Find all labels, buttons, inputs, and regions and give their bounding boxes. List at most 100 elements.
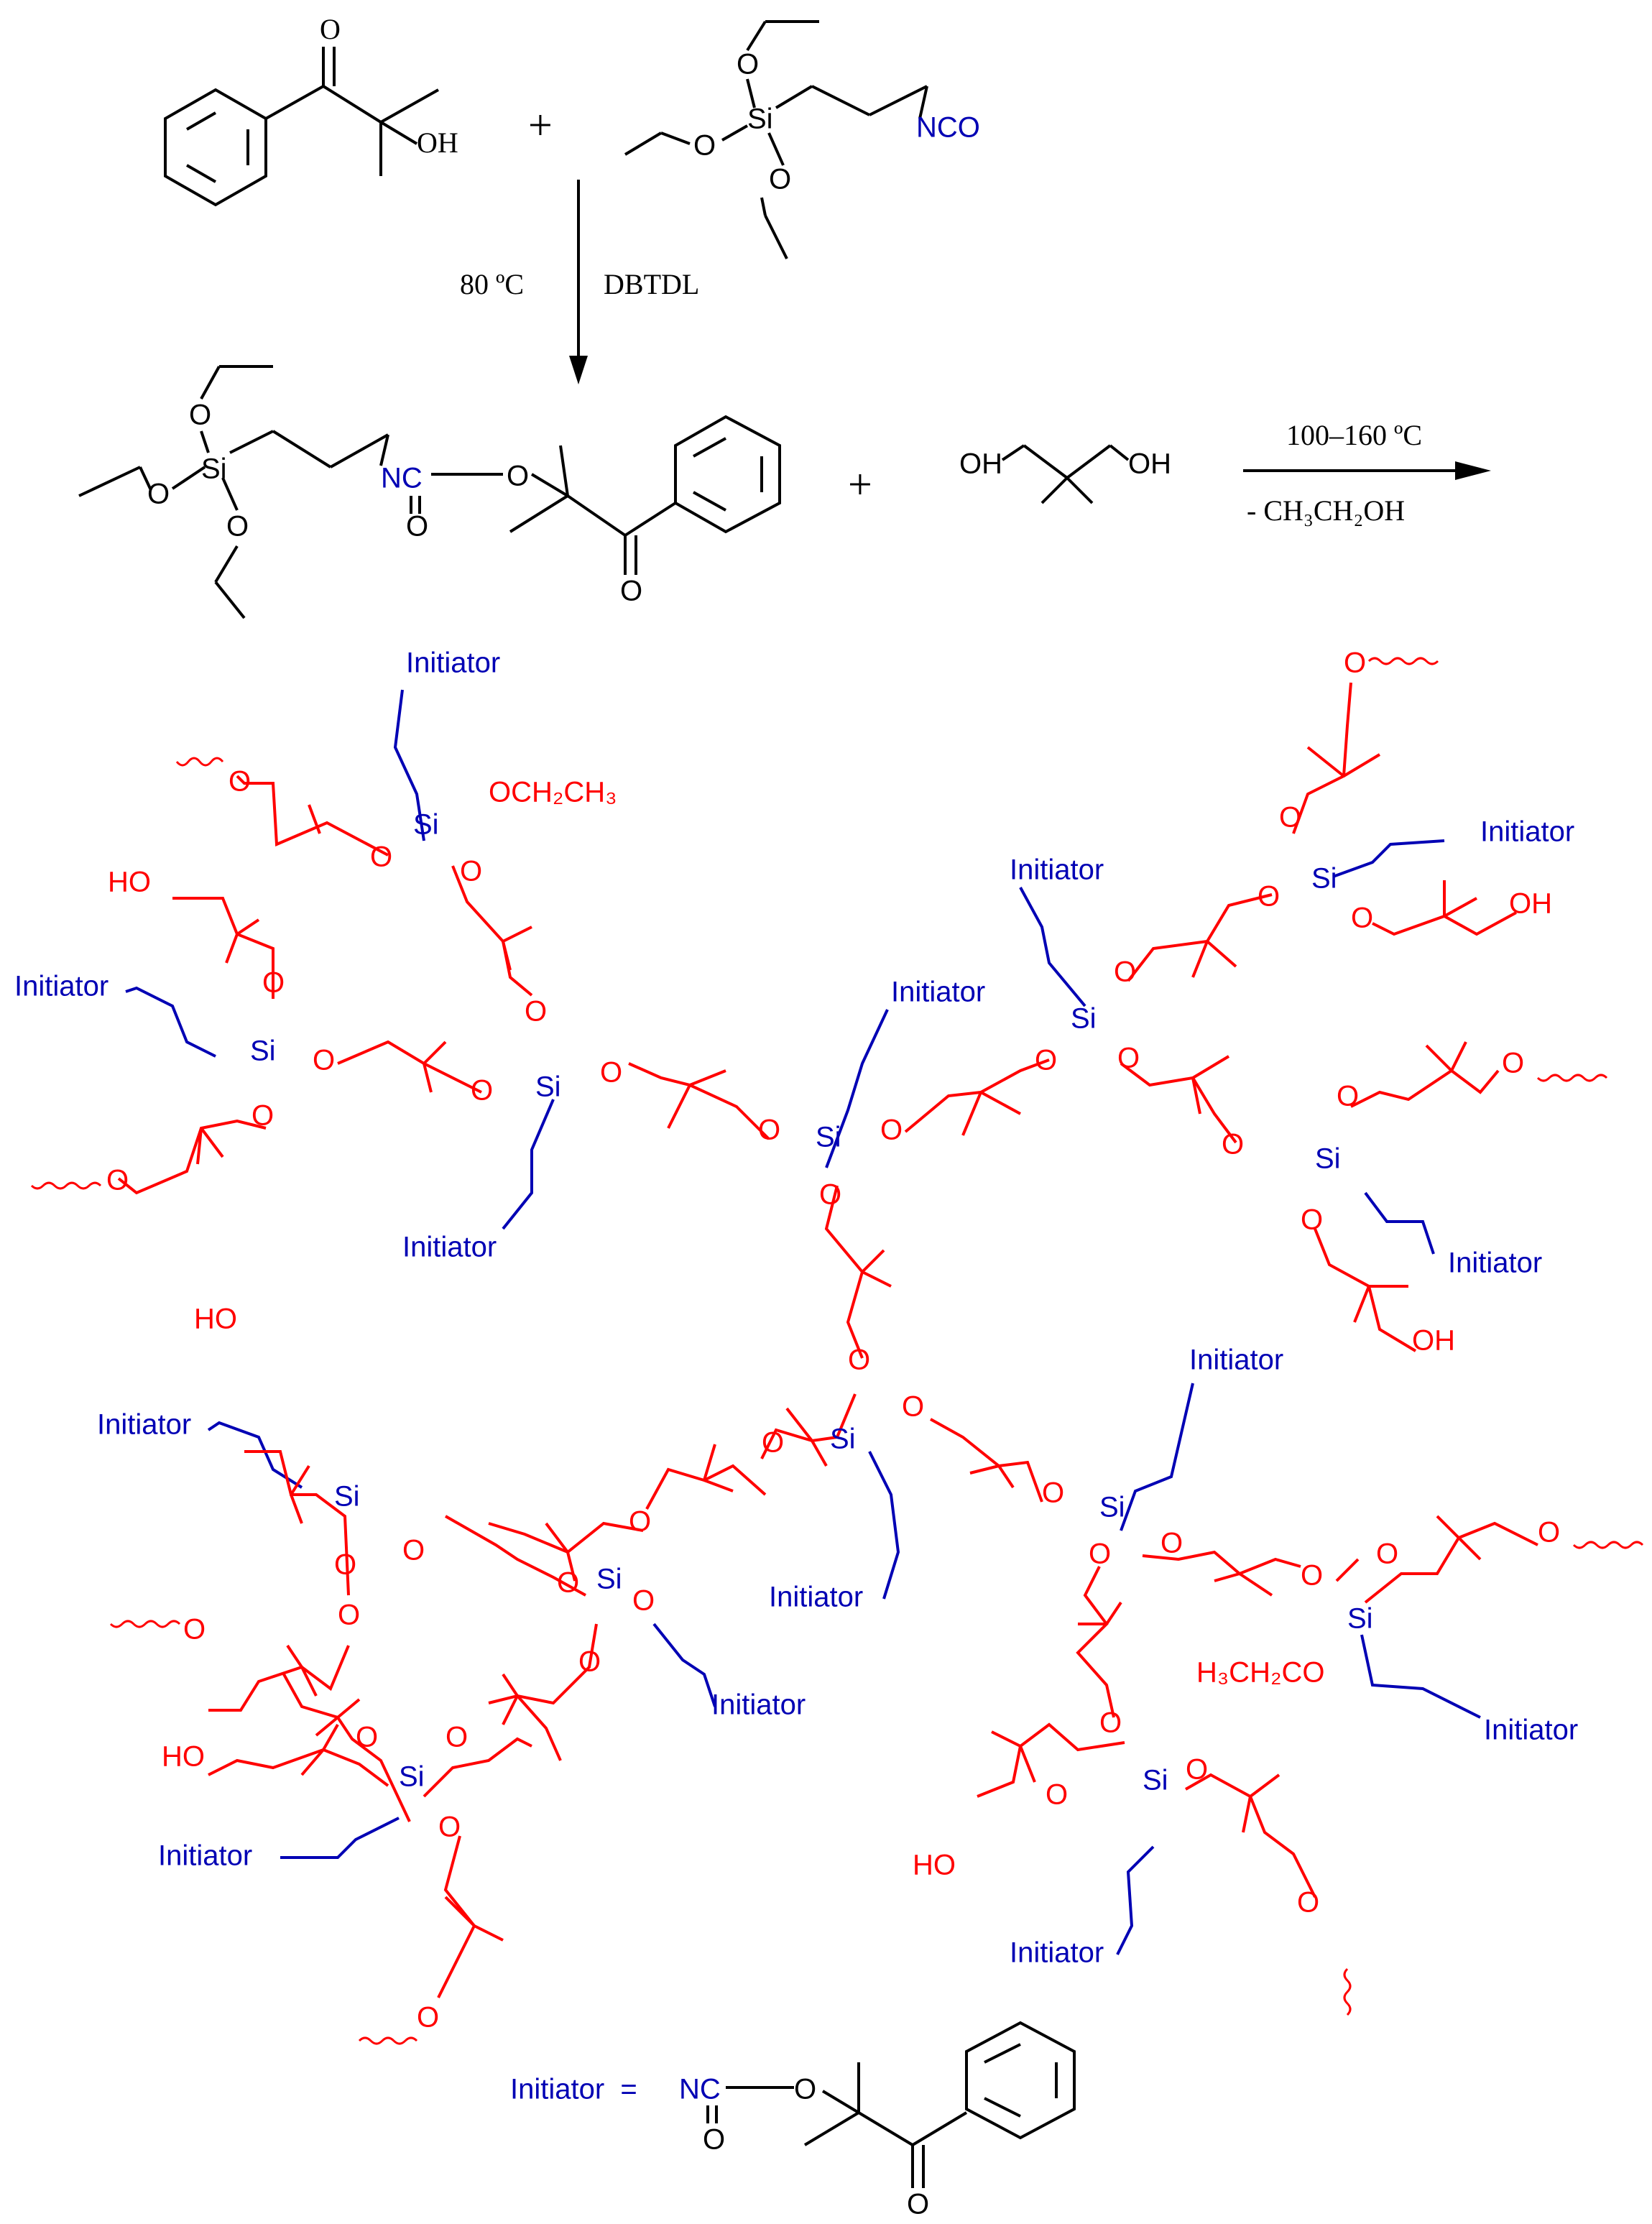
plus-sign-1: + xyxy=(528,101,553,149)
oh-label: HO xyxy=(108,867,151,898)
o-label: O xyxy=(1035,1045,1057,1076)
si-label: Si xyxy=(535,1071,561,1103)
initiator-label: Initiator xyxy=(158,1840,252,1872)
int-si: Si xyxy=(201,453,227,485)
o-label: O xyxy=(1301,1204,1323,1236)
o-label: O xyxy=(819,1179,841,1211)
initiator-labels: Initiator Initiator Initiator Initiator … xyxy=(14,647,1578,1969)
int-o-bottom: O xyxy=(226,511,249,543)
neopentyl-glycol xyxy=(1001,444,1130,504)
si-label: Si xyxy=(413,809,439,841)
o-label: O xyxy=(1046,1779,1068,1811)
initiator-label: Initiator xyxy=(1484,1715,1578,1746)
o-label: O xyxy=(1297,1887,1319,1919)
isocyanate-label: NCO xyxy=(916,112,980,144)
o-label: O xyxy=(557,1567,579,1599)
o-label: O xyxy=(417,2002,439,2034)
initiator-label: Initiator xyxy=(1448,1247,1542,1279)
step1-arrow xyxy=(569,180,588,384)
silane-o-left: O xyxy=(693,130,716,162)
silane-photoinitiator-intermediate xyxy=(78,365,781,619)
o-label: O xyxy=(525,996,547,1028)
initiator-label: Initiator xyxy=(406,647,500,679)
step2-arrow xyxy=(1243,461,1491,480)
o-label: O xyxy=(334,1549,356,1581)
oh-label: HO xyxy=(162,1741,205,1773)
initiator-label: Initiator xyxy=(1010,1937,1104,1969)
o-label: O xyxy=(578,1646,601,1678)
o-label: O xyxy=(438,1812,461,1843)
legend-initiator-structure xyxy=(706,2021,1076,2188)
initiator-label: Initiator xyxy=(14,971,109,1002)
si-label: Si xyxy=(830,1424,856,1455)
oh-label: OH xyxy=(1412,1325,1455,1357)
o-label: O xyxy=(1337,1081,1359,1112)
step2-temperature: 100–160 ºC xyxy=(1286,419,1422,451)
o-label: O xyxy=(1351,903,1373,934)
oh-label: HO xyxy=(913,1850,956,1881)
diol-oh-left: OH xyxy=(959,448,1002,480)
initiator-arms xyxy=(125,689,1481,1955)
plus-sign-2: + xyxy=(848,461,872,508)
o-label: O xyxy=(1279,802,1301,834)
si-label: Si xyxy=(1071,1003,1097,1035)
silicon-centers: Si Si Si Si Si Si Si Si Si Si Si Si Si S… xyxy=(250,809,1373,1796)
isocyanatosilane-reactant xyxy=(624,20,928,259)
legend-nc: NC xyxy=(679,2074,721,2105)
o-label: O xyxy=(106,1165,129,1196)
o-label: O xyxy=(1186,1754,1208,1786)
o-label: O xyxy=(183,1614,206,1646)
si-label: Si xyxy=(399,1761,425,1793)
si-label: Si xyxy=(334,1481,360,1513)
si-label: Si xyxy=(816,1122,841,1153)
o-label: O xyxy=(229,766,251,798)
o-label: O xyxy=(1258,881,1280,913)
initiator-label: Initiator xyxy=(402,1232,497,1263)
o-label: O xyxy=(313,1045,335,1076)
initiator-label: Initiator xyxy=(891,977,985,1008)
int-ester-o: O xyxy=(507,461,529,492)
o-label: O xyxy=(1502,1048,1524,1079)
o-label: O xyxy=(1344,647,1366,679)
o-label: O xyxy=(252,1100,274,1132)
o-label: O xyxy=(1117,1043,1140,1074)
glycol-linkers xyxy=(117,682,1538,1998)
oh-label: OH xyxy=(1509,888,1552,920)
o-label: O xyxy=(1376,1538,1398,1570)
ketone-oh-label: OH xyxy=(417,126,458,159)
o-label: O xyxy=(1099,1707,1122,1739)
initiator-label: Initiator xyxy=(711,1689,806,1721)
o-label: O xyxy=(1160,1528,1183,1559)
o-label: O xyxy=(1114,956,1136,988)
si-label: Si xyxy=(1143,1765,1168,1796)
o-label: O xyxy=(446,1722,468,1753)
diol-oh-right: OH xyxy=(1128,448,1171,480)
o-label: O xyxy=(902,1391,924,1423)
o-label: O xyxy=(471,1075,493,1107)
o-label: O xyxy=(262,967,285,999)
si-label: Si xyxy=(1347,1603,1373,1635)
o-label: O xyxy=(402,1535,425,1567)
legend-ester-o: O xyxy=(794,2074,816,2105)
o-label: O xyxy=(600,1057,622,1089)
int-ketone-o: O xyxy=(620,576,642,607)
initiator-label: Initiator xyxy=(1010,854,1104,886)
legend-carbonyl-o: O xyxy=(703,2124,725,2156)
legend-initiator-equals: Initiator = xyxy=(510,2074,637,2105)
o-label: O xyxy=(1089,1538,1111,1570)
legend-ketone-o: O xyxy=(907,2189,929,2220)
o-label: O xyxy=(356,1722,378,1753)
si-label: Si xyxy=(1311,863,1337,895)
wavy-continuation-bonds xyxy=(30,657,1644,2045)
silane-o-bottom: O xyxy=(769,164,791,195)
o-label: O xyxy=(762,1427,784,1459)
o-label: O xyxy=(758,1115,780,1146)
o-label: O xyxy=(370,841,392,873)
polymer-oxygen-labels: O O O OCH₂CH₃ HO O O O O O O O O O O O O… xyxy=(106,647,1560,2034)
o-label: O xyxy=(460,856,482,887)
step1-catalyst: DBTDL xyxy=(604,268,699,300)
initiator-label: Initiator xyxy=(1480,816,1574,848)
oh-label: HO xyxy=(194,1304,237,1335)
ethoxy-label: H₃CH₂CO xyxy=(1196,1657,1324,1689)
